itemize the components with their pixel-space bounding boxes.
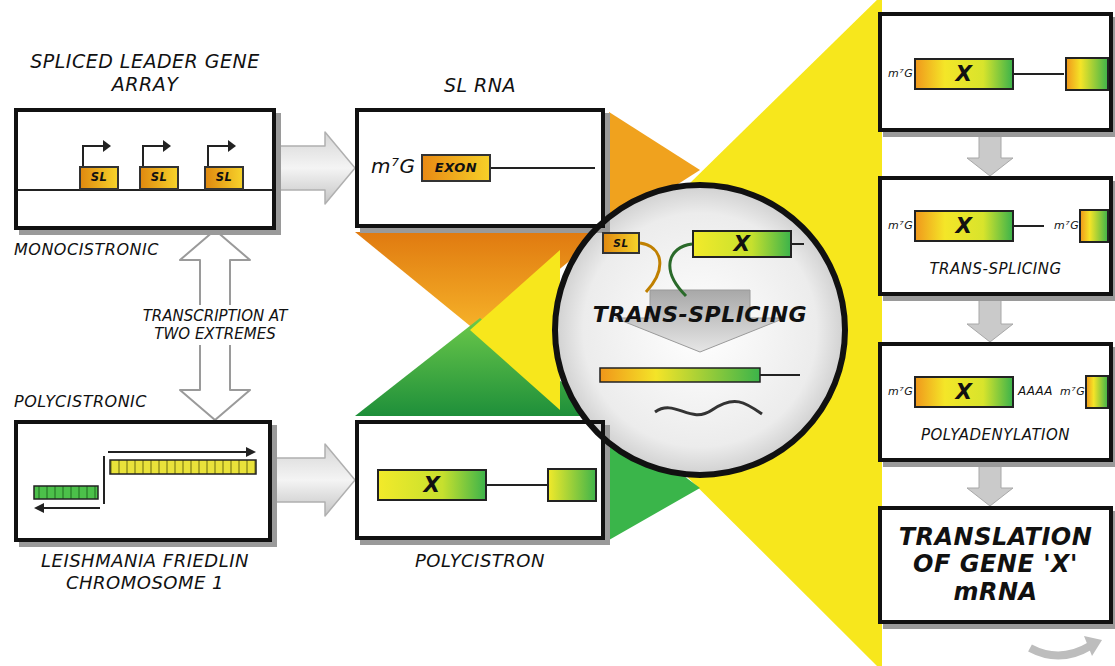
cap-label: m⁷G (1054, 219, 1079, 232)
sl-label: SL (216, 171, 233, 185)
panel-box: SL RNAm⁷GEXON (355, 108, 605, 228)
gene-label: X (955, 379, 972, 405)
cycle-arrow (1030, 646, 1090, 656)
text-holder: X (379, 471, 485, 499)
step-arrow (967, 132, 1013, 176)
text-holder: X (916, 378, 1012, 406)
text-holder: SL (81, 168, 117, 188)
text-holder: EXON (423, 156, 489, 180)
exon-box: EXON (421, 154, 491, 182)
trans-splicing-circle: TRANS-SPLICING SL X (552, 182, 848, 478)
panel-caption: POLYCISTRON (355, 550, 605, 572)
circle-outline (552, 182, 848, 478)
exon-label: EXON (435, 160, 477, 176)
yellow-funnel (470, 250, 560, 410)
text-holder: SL (141, 168, 177, 188)
panel-box: SPLICED LEADER GENE ARRAYSLSLSL (14, 108, 276, 230)
text-holder: X (916, 60, 1012, 88)
panel-heading: SL RNA (355, 74, 605, 97)
sl-gene-box: SL (204, 166, 244, 190)
text-holder: SL (206, 168, 242, 188)
cap-label: m⁷G (1060, 385, 1085, 398)
gene-x-box: X (914, 210, 1014, 242)
transcription-type-label: MONOCISTRONIC (14, 240, 159, 259)
step-box: m⁷G AAAA m⁷G POLYADENYLATION X (878, 342, 1113, 462)
process-title: TRANS-SPLICING (552, 302, 848, 328)
cap-label: m⁷G (371, 154, 416, 178)
polycistron-art (487, 469, 596, 501)
text-holder: X (694, 232, 790, 256)
process-arrow (272, 444, 355, 516)
sl-label: SL (613, 237, 628, 250)
step-title: TRANSLATION OF GENE 'X' mRNA (888, 524, 1103, 607)
gene-label: X (423, 472, 440, 498)
process-arrow (276, 132, 355, 204)
sl-intron-line (491, 167, 595, 169)
text-holder: SL (604, 234, 638, 252)
sl-exon-box: SL (602, 232, 640, 254)
gene-label: X (955, 213, 972, 239)
gene-x-box: X (692, 230, 792, 258)
gene-label: X (955, 61, 972, 87)
sl-gene-box: SL (79, 166, 119, 190)
cycle-arrowhead (1084, 636, 1102, 656)
gene-x-box: X (914, 376, 1014, 408)
cap-label: m⁷G (888, 67, 913, 80)
panel-caption: LEISHMANIA FRIEDLIN CHROMOSOME 1 (14, 550, 276, 593)
edge-label: TRANSCRIPTION AT TWO EXTREMES (127, 305, 303, 345)
sl-label: SL (151, 171, 168, 185)
step-box: m⁷G m⁷G TRANS-SPLICING X (878, 176, 1113, 296)
panel-box: POLYCISTRONICLEISHMANIA FRIEDLIN CHROMOS… (14, 420, 272, 542)
gene-label: X (733, 231, 750, 257)
cap-label: m⁷G (888, 219, 913, 232)
box-fills (14, 12, 1113, 624)
cap-label: m⁷G (888, 385, 913, 398)
promoter-arrowheads (103, 140, 236, 152)
polya-tail-label: AAAA (1018, 384, 1053, 398)
step-title: TRANS-SPLICING (882, 260, 1109, 278)
step-box: m⁷G X (878, 12, 1113, 132)
chromosome-art (34, 447, 256, 513)
gene-x-box: X (914, 58, 1014, 90)
trans-splicing-art (600, 243, 804, 415)
text-holder: X (916, 212, 1012, 240)
panel-heading: SPLICED LEADER GENE ARRAY (14, 50, 276, 96)
panel-box: POLYCISTRONX (355, 420, 605, 540)
panel-heading: POLYCISTRONIC (14, 392, 147, 411)
sl-label: SL (91, 171, 108, 185)
sl-gene-array-art (18, 146, 272, 190)
mrna-art (1014, 58, 1108, 408)
circle-fill (554, 184, 846, 476)
step-arrow (967, 296, 1013, 342)
step-box: TRANSLATION OF GENE 'X' mRNA (878, 506, 1113, 624)
circle-border (555, 185, 845, 475)
text-holder: TRANSLATION OF GENE 'X' mRNA (882, 510, 1109, 620)
gene-x-box: X (377, 469, 487, 501)
yellow-funnel (540, 0, 882, 666)
step-arrow (967, 462, 1013, 506)
step-title: POLYADENYLATION (882, 426, 1109, 444)
sl-gene-box: SL (139, 166, 179, 190)
